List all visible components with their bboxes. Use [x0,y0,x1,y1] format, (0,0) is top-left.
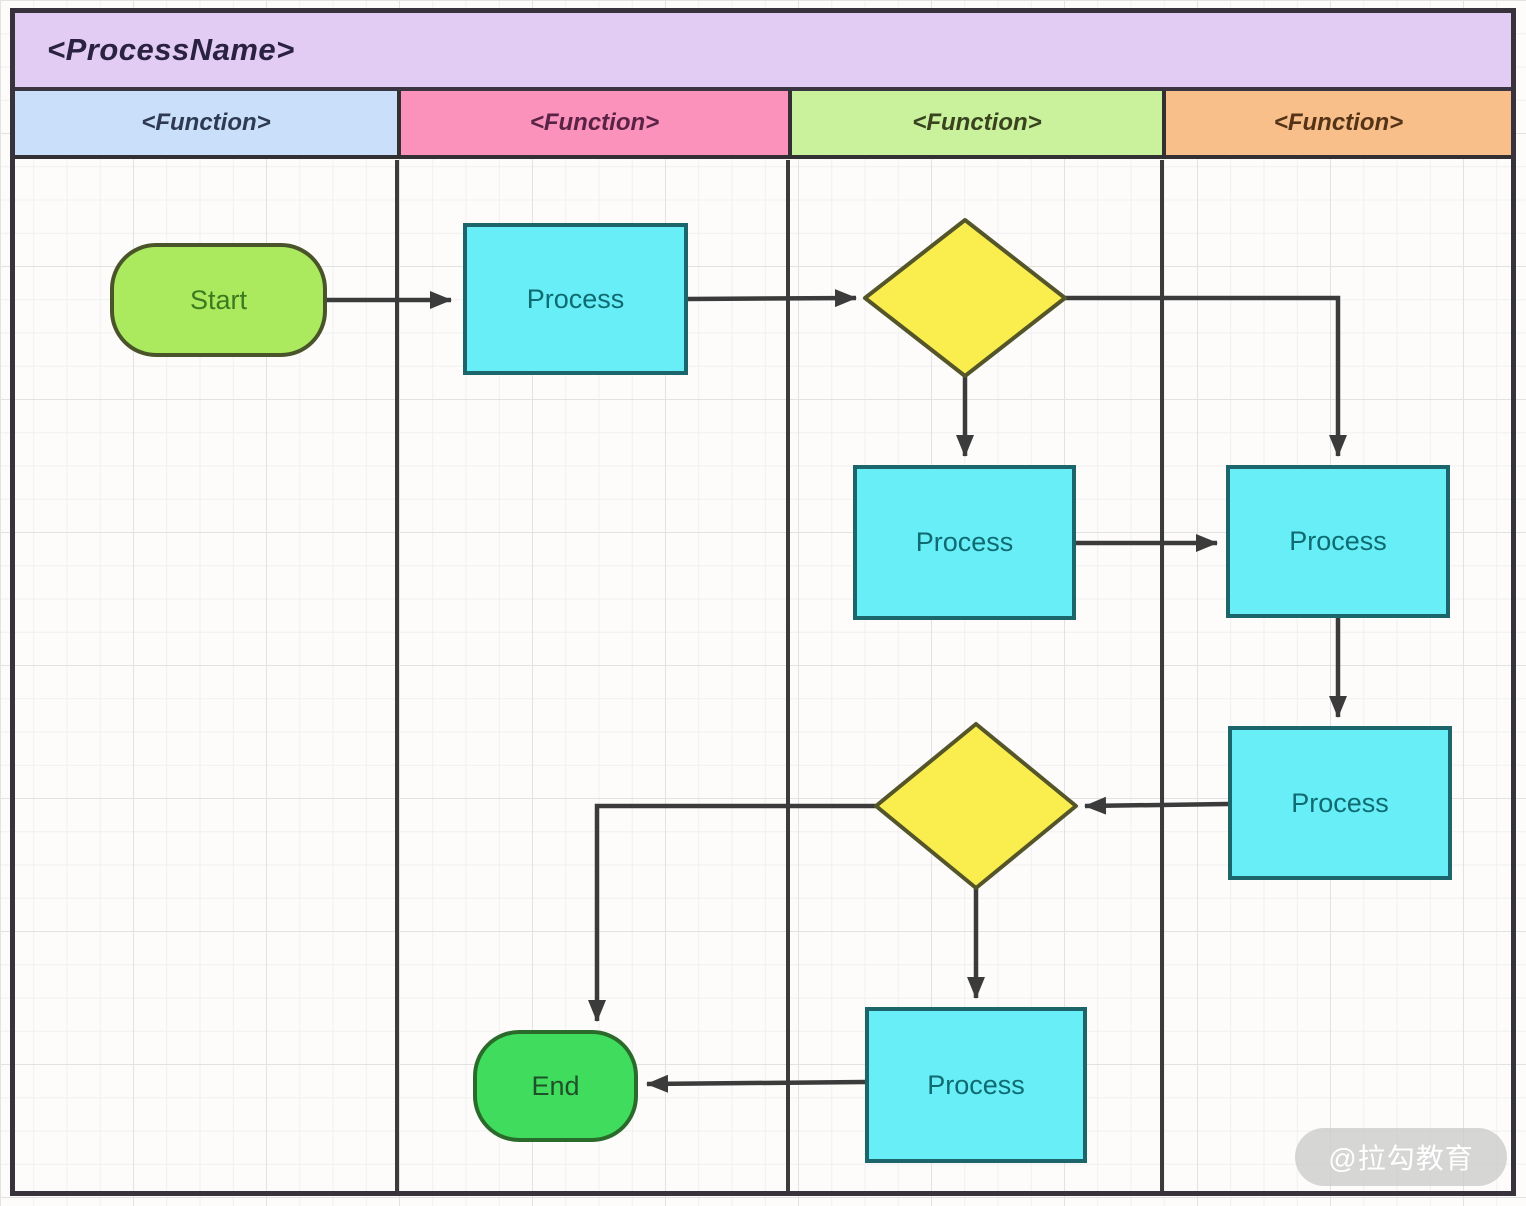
lane-header-4-label: <Function> [1273,109,1404,136]
lane-divider-3 [1160,160,1164,1191]
end-node-label: End [531,1070,580,1101]
lane-header-1-label: <Function> [141,109,271,136]
lane-header-2: <Function> [397,91,788,155]
lane-divider-1 [395,160,399,1191]
process-node-3: Process [1226,465,1450,618]
process-node-5: Process [865,1007,1087,1163]
process-node-4-label: Process [1291,787,1389,818]
watermark-badge: @拉勾教育 [1295,1128,1507,1186]
lane-header-row: <Function> <Function> <Function> <Functi… [15,91,1511,159]
end-node: End [473,1030,638,1142]
lane-header-4: <Function> [1162,91,1511,155]
process-node-2: Process [853,465,1076,620]
start-node: Start [110,243,327,357]
process-node-1: Process [463,223,688,375]
diagram-frame: <ProcessName> <Function> <Function> <Fun… [10,8,1516,1196]
process-node-4: Process [1228,726,1452,880]
lane-header-3-label: <Function> [912,109,1042,136]
start-node-label: Start [189,284,248,315]
process-title: <ProcessName> [47,32,295,67]
watermark-text: @拉勾教育 [1328,1143,1474,1174]
lane-header-1: <Function> [15,91,397,155]
lane-header-2-label: <Function> [529,109,660,136]
process-node-5-label: Process [927,1069,1025,1100]
process-node-3-label: Process [1289,526,1387,556]
lane-header-3: <Function> [788,91,1162,155]
lane-divider-2 [786,160,790,1191]
process-node-1-label: Process [526,283,625,314]
process-node-2-label: Process [915,527,1014,557]
process-title-bar: <ProcessName> [15,13,1511,91]
